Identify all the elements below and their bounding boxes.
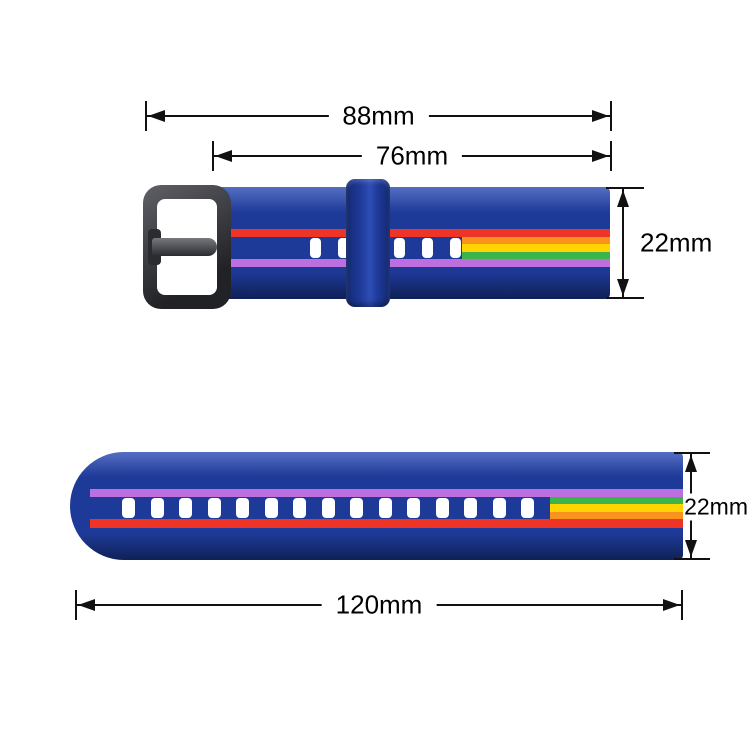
dim-value-76mm: 76mm: [361, 140, 463, 172]
dimension-total-length: 88mm: [145, 100, 612, 132]
stripe-band: [215, 229, 610, 267]
strap-hole: [436, 498, 449, 518]
dim-extension-line: [212, 141, 214, 171]
strap-hole: [236, 498, 249, 518]
dim-value-22mm-top: 22mm: [640, 227, 713, 259]
long-strap-holes-row: [90, 497, 683, 519]
dim-extension-line: [610, 141, 612, 171]
arrow-left-icon: [148, 110, 165, 122]
dim-extension-line: [606, 297, 644, 299]
yellow-stripe: [550, 504, 683, 512]
buckle-prong: [152, 238, 217, 256]
yellow-stripe: [462, 244, 610, 252]
dim-extension-line: [674, 452, 710, 454]
green-stripe: [550, 497, 683, 505]
strap-hole: [179, 498, 192, 518]
rainbow-stripes: [550, 497, 683, 519]
buckle-strap-holes-row: [215, 237, 610, 259]
purple-stripe: [215, 259, 610, 267]
dim-extension-line: [610, 101, 612, 131]
strap-hole: [394, 238, 405, 258]
arrow-up-icon: [685, 455, 697, 472]
buckle: [143, 185, 231, 309]
strap-hole: [521, 498, 534, 518]
strap-hole: [493, 498, 506, 518]
dim-value-88mm: 88mm: [328, 100, 429, 132]
orange-stripe: [462, 237, 610, 245]
rainbow-stripes: [462, 237, 610, 259]
buckle-strap-body: [207, 187, 610, 299]
dim-extension-line: [681, 590, 683, 620]
strap-hole: [208, 498, 221, 518]
keeper-loop: [346, 179, 390, 307]
arrow-right-icon: [663, 599, 680, 611]
arrow-down-icon: [685, 540, 697, 557]
dimension-strap-width-top: [606, 187, 644, 299]
dim-value-120mm: 120mm: [321, 589, 437, 621]
dim-extension-line: [674, 558, 710, 560]
dim-line: [622, 189, 624, 297]
strap-hole: [464, 498, 477, 518]
red-stripe: [215, 229, 610, 237]
red-stripe: [90, 519, 683, 528]
long-strap-body: [70, 452, 683, 560]
strap-hole: [122, 498, 135, 518]
strap-hole: [350, 498, 363, 518]
strap-hole: [322, 498, 335, 518]
arrow-left-icon: [78, 599, 95, 611]
arrow-left-icon: [215, 150, 232, 162]
arrow-right-icon: [592, 110, 609, 122]
stripe-band: [90, 489, 683, 528]
dim-value-22mm-bottom: 22mm: [684, 493, 748, 521]
strap-hole: [407, 498, 420, 518]
strap-hole: [338, 238, 349, 258]
dimension-long-strap-length: 120mm: [75, 589, 683, 621]
green-stripe: [462, 251, 610, 259]
strap-hole: [379, 498, 392, 518]
dim-extension-line: [75, 590, 77, 620]
arrow-right-icon: [592, 150, 609, 162]
arrow-down-icon: [617, 279, 629, 296]
strap-hole: [151, 498, 164, 518]
arrow-up-icon: [617, 190, 629, 207]
strap-hole: [265, 498, 278, 518]
dim-extension-line: [145, 101, 147, 131]
dimension-band-length: 76mm: [212, 140, 612, 172]
purple-stripe: [90, 489, 683, 497]
orange-stripe: [550, 511, 683, 519]
strap-hole: [422, 238, 433, 258]
dim-extension-line: [606, 187, 644, 189]
strap-hole: [293, 498, 306, 518]
strap-hole: [450, 238, 461, 258]
strap-hole: [310, 238, 321, 258]
